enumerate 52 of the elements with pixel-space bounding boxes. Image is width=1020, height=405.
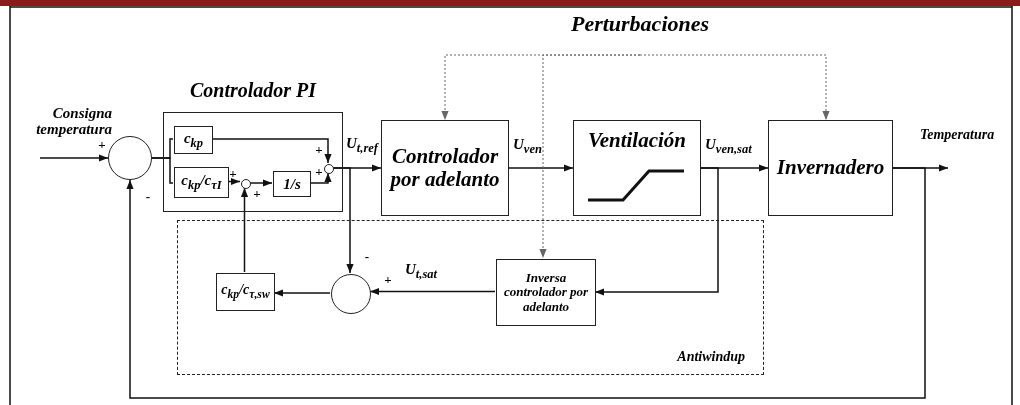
block bbox=[381, 120, 509, 216]
block-label: Controlador por adelanto bbox=[388, 144, 501, 192]
arrow bbox=[594, 167, 719, 296]
block-label: c$_{kp}$/c$_{τI}$ bbox=[181, 172, 222, 193]
dotted-arrow bbox=[639, 54, 830, 121]
sign-label: + bbox=[384, 273, 392, 287]
region-label: Antiwindup bbox=[677, 348, 745, 364]
heading: Perturbaciones bbox=[570, 12, 710, 37]
arrow bbox=[249, 179, 273, 187]
sign-label: + bbox=[98, 138, 106, 152]
arrow bbox=[126, 167, 926, 399]
block bbox=[216, 273, 275, 311]
signal-label: U$_{ven,sat}$ bbox=[705, 137, 753, 157]
block bbox=[496, 259, 596, 326]
arrow bbox=[332, 167, 354, 274]
sign-label: - bbox=[144, 190, 152, 204]
arrow bbox=[211, 138, 332, 164]
summing-junction bbox=[108, 136, 152, 180]
arrow bbox=[240, 187, 249, 273]
signal-label: Temperatura bbox=[920, 128, 996, 143]
dashed-region bbox=[177, 220, 764, 375]
block-label: Ventilación bbox=[587, 129, 687, 153]
block-label: Inversa controlador por adelanto bbox=[502, 271, 590, 314]
block-label: Invernadero bbox=[776, 156, 885, 180]
sign-label: + bbox=[315, 165, 323, 179]
signal-label: U$_{t,sat}$ bbox=[405, 262, 439, 282]
block-title: Controlador PI bbox=[188, 79, 318, 101]
sign-label: + bbox=[253, 187, 261, 201]
arrow bbox=[309, 172, 332, 184]
arrow bbox=[227, 177, 241, 186]
arrow bbox=[508, 164, 574, 172]
dotted-arrow bbox=[539, 54, 641, 259]
signal-label: U$_{ven}$ bbox=[513, 137, 543, 157]
block-label: c$_{kp}$/c$_{τ,sw}$ bbox=[221, 282, 270, 302]
signal-label: Consigna temperatura bbox=[35, 106, 112, 138]
summing-junction bbox=[331, 274, 371, 314]
sign-label: + bbox=[315, 143, 323, 157]
block bbox=[573, 120, 701, 216]
block bbox=[174, 126, 213, 154]
signal-label: U$_{t,ref}$ bbox=[346, 136, 380, 156]
block-label: 1/s bbox=[283, 175, 301, 193]
arrow bbox=[273, 289, 331, 297]
block bbox=[768, 120, 893, 216]
sign-label: + bbox=[229, 167, 237, 181]
arrow bbox=[39, 154, 109, 162]
arrow bbox=[369, 287, 496, 296]
block bbox=[174, 167, 229, 198]
block-label: c$_{kp}$ bbox=[183, 129, 204, 151]
summing-junction bbox=[241, 179, 251, 189]
block bbox=[273, 171, 311, 197]
summing-junction bbox=[324, 164, 334, 174]
sign-label: - bbox=[363, 250, 371, 264]
